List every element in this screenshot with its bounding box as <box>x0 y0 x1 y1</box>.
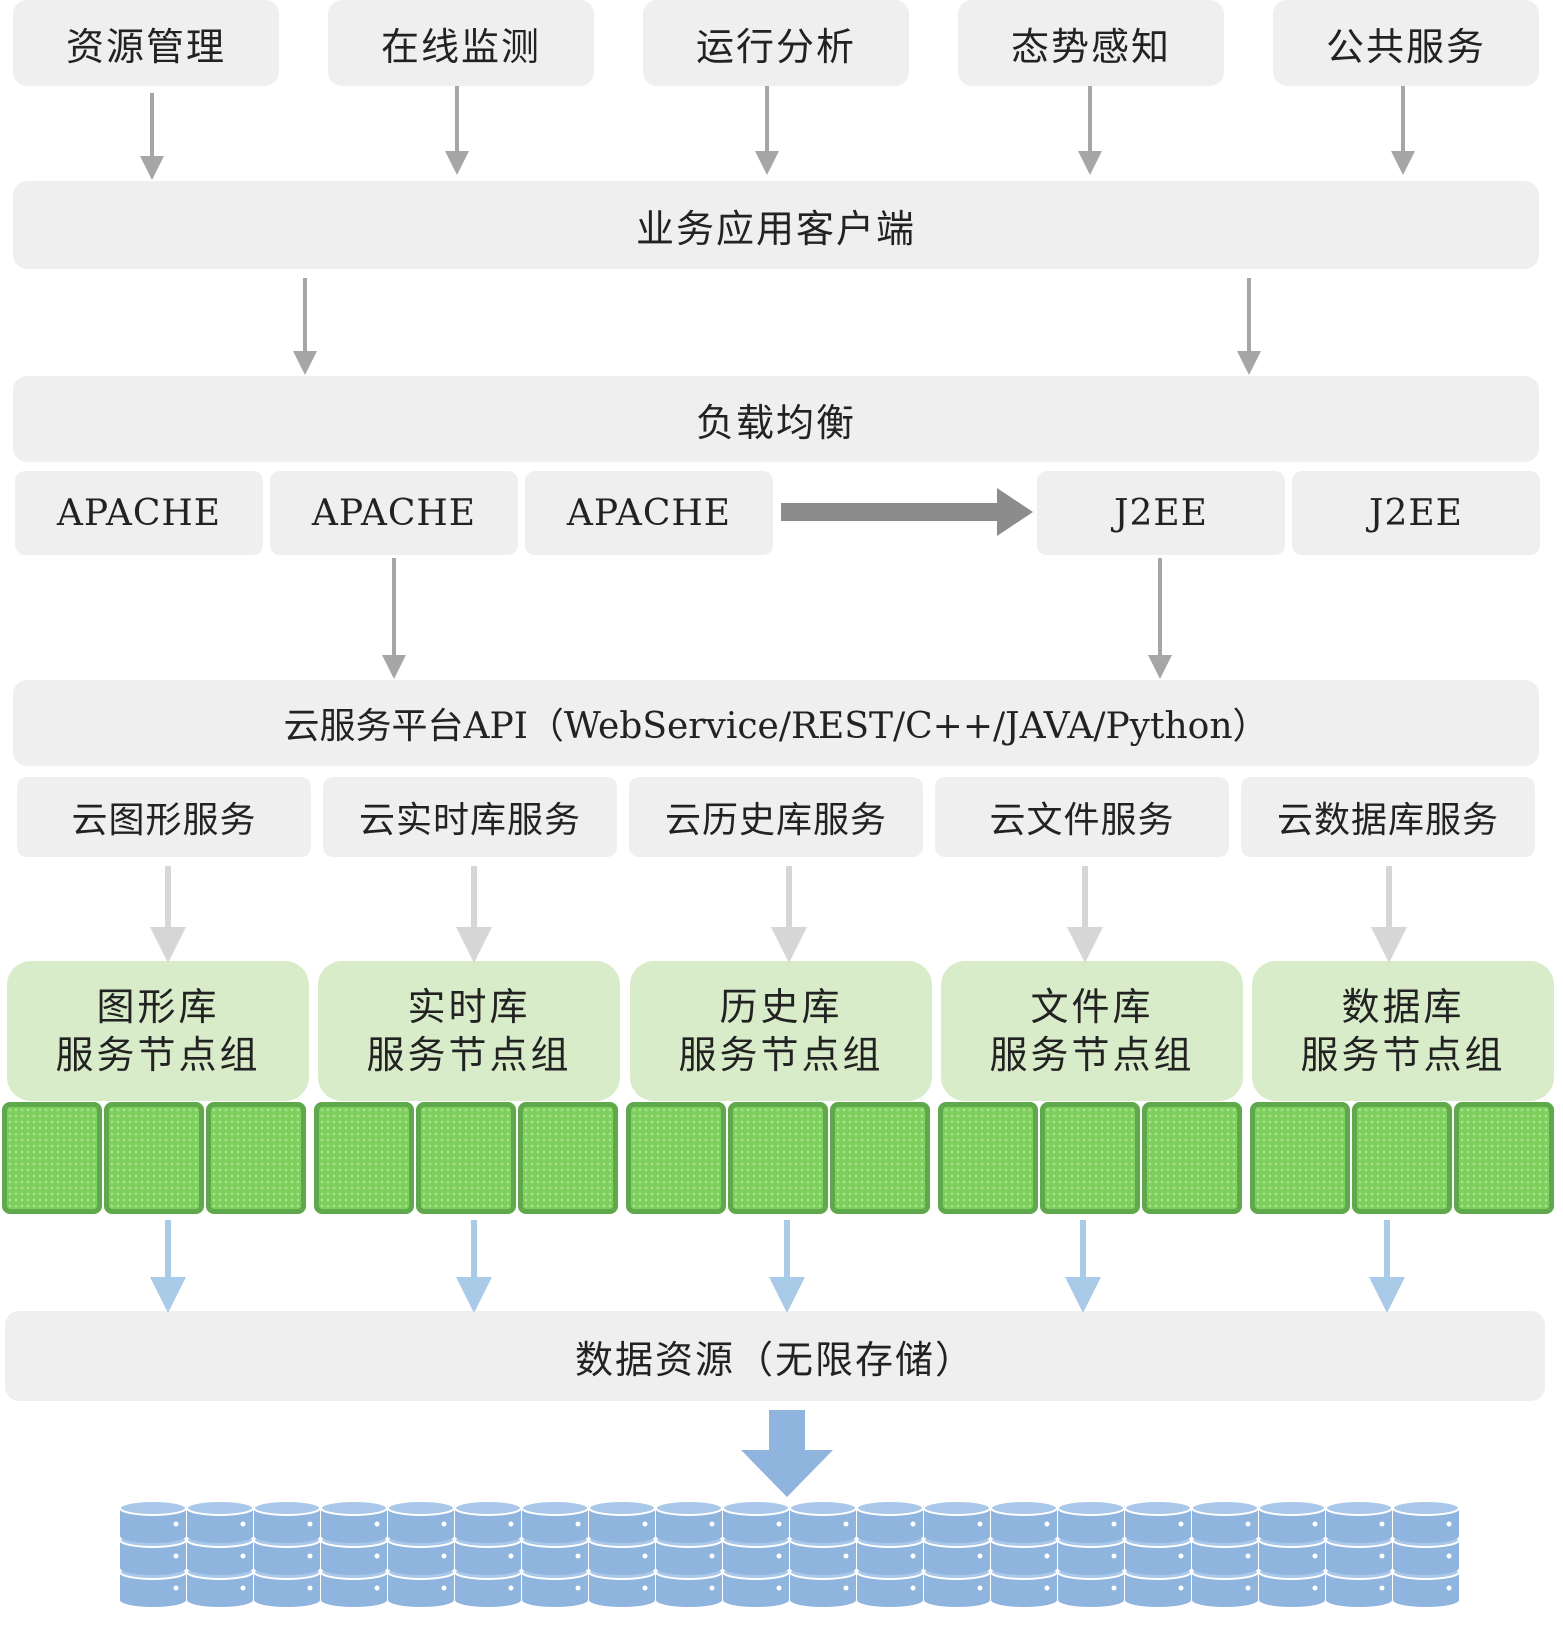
server-nodes-history <box>626 1102 934 1214</box>
storage-disks-icon <box>119 1500 1460 1607</box>
node-group-file-line1: 文件库 <box>1030 985 1154 1029</box>
node-group-history: 历史库 服务节点组 <box>630 961 932 1101</box>
server-node <box>830 1102 930 1214</box>
server-node <box>416 1102 516 1214</box>
server-node <box>728 1102 828 1214</box>
server-nodes-database <box>1250 1102 1558 1214</box>
server-nodes-graphics <box>2 1102 310 1214</box>
node-group-realtime-line2: 服务节点组 <box>366 1033 572 1077</box>
server-nodes-realtime <box>314 1102 622 1214</box>
server-node <box>626 1102 726 1214</box>
server-node <box>1250 1102 1350 1214</box>
cloud-history-db-service: 云历史库服务 <box>629 777 923 857</box>
module-operation-analysis: 运行分析 <box>643 0 909 86</box>
server-apache-2: APACHE <box>270 471 518 555</box>
server-j2ee-1: J2EE <box>1037 471 1285 555</box>
node-group-history-line1: 历史库 <box>719 985 843 1029</box>
node-group-realtime-line1: 实时库 <box>407 985 531 1029</box>
node-group-database: 数据库 服务节点组 <box>1252 961 1554 1101</box>
client-layer: 业务应用客户端 <box>13 181 1539 269</box>
load-balancer: 负载均衡 <box>13 376 1539 462</box>
node-group-graphics-line1: 图形库 <box>96 985 220 1029</box>
node-group-file-line2: 服务节点组 <box>989 1033 1195 1077</box>
server-node <box>206 1102 306 1214</box>
server-j2ee-2: J2EE <box>1292 471 1540 555</box>
server-apache-1: APACHE <box>15 471 263 555</box>
server-apache-3: APACHE <box>525 471 773 555</box>
cloud-database-service: 云数据库服务 <box>1241 777 1535 857</box>
node-group-history-line2: 服务节点组 <box>678 1033 884 1077</box>
server-node <box>1142 1102 1242 1214</box>
server-node <box>1040 1102 1140 1214</box>
module-public-service: 公共服务 <box>1273 0 1539 86</box>
server-node <box>518 1102 618 1214</box>
cloud-realtime-db-service: 云实时库服务 <box>323 777 617 857</box>
cloud-graphics-service: 云图形服务 <box>17 777 311 857</box>
node-group-realtime: 实时库 服务节点组 <box>318 961 620 1101</box>
node-group-database-line2: 服务节点组 <box>1300 1033 1506 1077</box>
cloud-api-layer: 云服务平台API（WebService/REST/C++/JAVA/Python… <box>13 680 1539 766</box>
server-node <box>938 1102 1038 1214</box>
node-group-file: 文件库 服务节点组 <box>941 961 1243 1101</box>
server-node <box>1352 1102 1452 1214</box>
cloud-file-service: 云文件服务 <box>935 777 1229 857</box>
node-group-graphics-line2: 服务节点组 <box>55 1033 261 1077</box>
module-situation-awareness: 态势感知 <box>958 0 1224 86</box>
data-resources: 数据资源（无限存储） <box>5 1311 1545 1401</box>
server-node <box>314 1102 414 1214</box>
module-online-monitoring: 在线监测 <box>328 0 594 86</box>
node-group-database-line1: 数据库 <box>1341 985 1465 1029</box>
server-node <box>104 1102 204 1214</box>
arrow-down-big-icon <box>741 1410 833 1497</box>
server-node <box>2 1102 102 1214</box>
server-nodes-file <box>938 1102 1246 1214</box>
server-node <box>1454 1102 1554 1214</box>
arrow-right-icon <box>781 488 1033 536</box>
node-group-graphics: 图形库 服务节点组 <box>7 961 309 1101</box>
module-resource-management: 资源管理 <box>13 0 279 86</box>
